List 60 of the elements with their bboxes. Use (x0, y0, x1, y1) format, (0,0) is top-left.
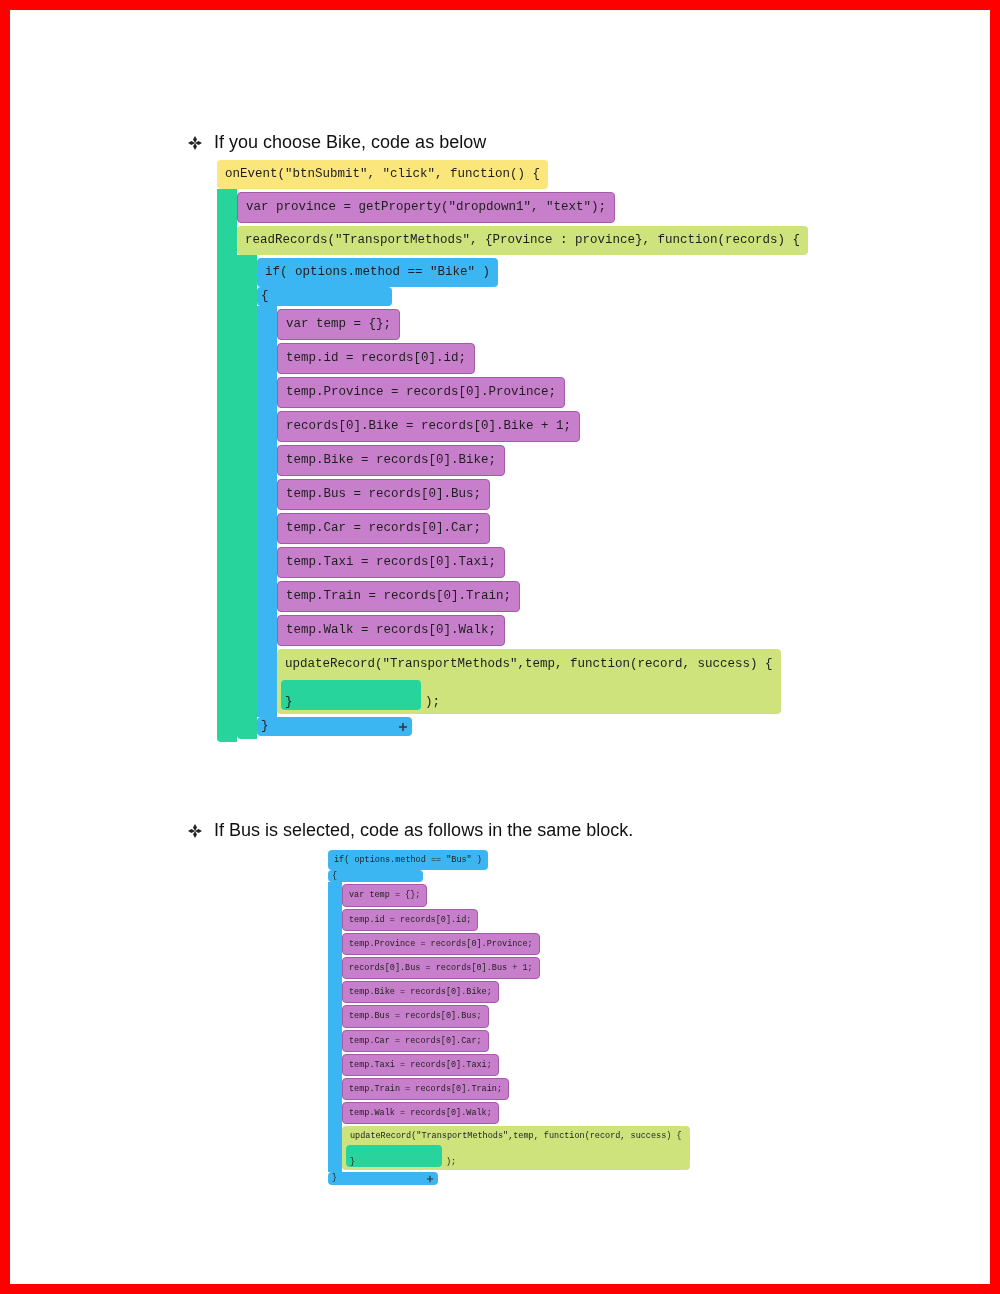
statement-block (342, 1077, 510, 1101)
code-text: { (332, 871, 339, 882)
statement-block (277, 547, 506, 578)
code-text: temp.Bus = records[0].Bus; (349, 1011, 482, 1022)
statement-block (277, 343, 476, 374)
update-record-block (342, 1126, 690, 1171)
statement-block (277, 581, 521, 612)
code-text: if( options.method == "Bike" ) (265, 265, 491, 280)
code-text: temp.Bike = records[0].Bike; (286, 453, 497, 468)
code-text: temp.Taxi = records[0].Taxi; (286, 555, 497, 570)
statement-block (342, 1053, 499, 1076)
code-text: temp.Train = records[0].Train; (349, 1083, 503, 1095)
code-text: records[0].Bike = records[0].Bike + 1; (286, 419, 572, 434)
code-text: temp.Car = records[0].Car; (286, 521, 482, 536)
statement-block (237, 192, 616, 223)
statement-block (342, 981, 499, 1004)
code-text: temp.Car = records[0].Car; (349, 1035, 482, 1046)
code-text: updateRecord("TransportMethods",temp, function(record, success) { (285, 657, 773, 672)
code-text: temp.Bike = records[0].Bike; (349, 987, 492, 998)
code-text: temp.Bus = records[0].Bus; (286, 487, 482, 502)
statement-block (342, 884, 428, 907)
code-text: ); (425, 695, 440, 710)
statement-block (277, 615, 506, 646)
code-text: temp.Train = records[0].Train; (286, 589, 512, 604)
code-text: temp.Taxi = records[0].Taxi; (349, 1059, 492, 1070)
code-text: var temp = {}; (286, 317, 392, 332)
statement-block (342, 1005, 489, 1028)
statement-block (277, 309, 401, 340)
statement-block (342, 932, 540, 955)
statement-block (342, 1102, 499, 1125)
instruction-text: If Bus is selected, code as follows in the same block. (214, 819, 634, 842)
statement-block (277, 445, 506, 476)
code-text: onEvent("btnSubmit", "click", function() { (225, 167, 541, 182)
code-text: readRecords("TransportMethods", {Province : province}, function(records) { (245, 233, 801, 248)
code-text: ); (446, 1157, 457, 1168)
instruction-text: If you choose Bike, code as below (214, 131, 487, 154)
code-text: } (332, 1173, 338, 1184)
statement-block (277, 513, 491, 544)
statement-block (277, 479, 491, 510)
code-text: } (261, 719, 269, 734)
code-text: if( options.method == "Bus" ) (334, 855, 482, 866)
code-text: var province = getProperty("dropdown1", "text"); (246, 200, 607, 215)
code-text: { (261, 289, 270, 304)
increment-block (277, 411, 581, 442)
update-record-block (277, 649, 781, 714)
statement-block (342, 908, 479, 931)
code-text: temp.Province = records[0].Province; (349, 938, 533, 949)
code-text: } (350, 1157, 356, 1168)
code-text: updateRecord("TransportMethods",temp, function(record, success) { (350, 1131, 682, 1142)
code-text: records[0].Bus = records[0].Bus + 1; (349, 962, 533, 974)
code-text: temp.Walk = records[0].Walk; (286, 623, 497, 638)
statement-block (277, 377, 566, 408)
code-text: temp.Walk = records[0].Walk; (349, 1108, 492, 1119)
code-text: temp.Province = records[0].Province; (286, 385, 557, 400)
code-text: } (285, 695, 293, 710)
code-text: temp.id = records[0].id; (286, 351, 467, 366)
code-text: var temp = {}; (349, 890, 421, 901)
increment-block (342, 956, 540, 980)
statement-block (342, 1029, 489, 1052)
code-text: temp.id = records[0].id; (349, 914, 472, 925)
